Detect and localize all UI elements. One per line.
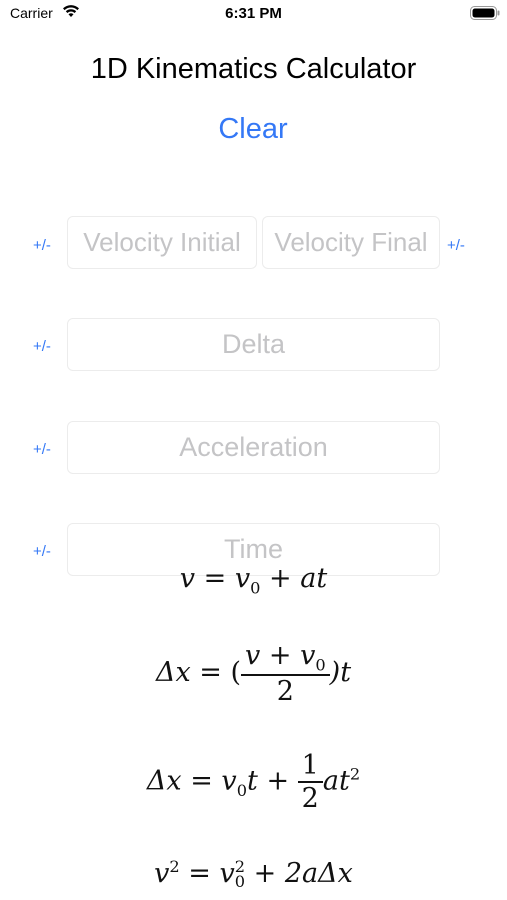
formula-equals: =	[190, 765, 213, 797]
time-sign-button[interactable]: +/-	[33, 543, 51, 560]
formula-rest: 2aΔx	[284, 858, 353, 889]
wifi-icon	[63, 5, 79, 17]
clock: 6:31 PM	[225, 5, 282, 22]
formula-denominator: 2	[276, 676, 294, 708]
formula-dx: Δx	[146, 765, 182, 797]
velocity-initial-input[interactable]	[68, 217, 256, 268]
formula-close-t: )t	[329, 657, 352, 689]
velocity-initial-field[interactable]	[67, 216, 257, 269]
formula-subscript: 0	[250, 578, 261, 598]
formula-plus: +	[266, 765, 290, 797]
acceleration-input[interactable]	[68, 422, 439, 473]
formula-v: v	[154, 858, 170, 889]
formula-v0: v	[219, 858, 235, 889]
formula-denominator: 2	[301, 783, 319, 814]
page-title: 1D Kinematics Calculator	[90, 53, 417, 85]
formula-superscript: 2	[349, 764, 361, 784]
delta-input[interactable]	[68, 319, 439, 370]
formula-equals: =	[203, 563, 227, 594]
velocity-initial-sign-button[interactable]: +/-	[33, 237, 51, 254]
formula-velocity: v = v0 + at	[0, 563, 507, 597]
formula-v0: v	[221, 765, 237, 797]
formula-v: v	[179, 563, 196, 594]
formula-equals: =	[199, 657, 222, 689]
clear-button[interactable]: Clear	[218, 113, 288, 145]
formula-t: t	[247, 765, 258, 797]
formula-numerator: v + v	[245, 640, 316, 671]
formula-fraction: v + v0 2	[241, 640, 330, 707]
formula-superscript: 2	[169, 857, 180, 876]
delta-sign-button[interactable]: +/-	[33, 338, 51, 355]
carrier-label: Carrier	[10, 5, 53, 21]
velocity-final-sign-button[interactable]: +/-	[447, 237, 465, 254]
formula-plus: +	[269, 563, 292, 594]
formula-subscript: 0	[234, 871, 246, 891]
battery-icon	[470, 6, 500, 20]
formula-open-paren: (	[230, 657, 242, 689]
time-input[interactable]	[68, 524, 439, 575]
acceleration-sign-button[interactable]: +/-	[33, 441, 51, 458]
formula-subscript: 0	[236, 780, 247, 800]
formula-displacement-average: Δx = (v + v0 2 )t	[0, 640, 507, 707]
delta-field[interactable]	[67, 318, 440, 371]
formula-at: at	[322, 765, 350, 797]
formula-dx: Δx	[155, 657, 191, 689]
velocity-final-input[interactable]	[263, 217, 439, 268]
status-bar: Carrier 6:31 PM	[0, 0, 507, 28]
formula-equals: =	[188, 858, 211, 889]
formula-superscript: 2	[234, 856, 246, 876]
formula-v0: v	[234, 563, 251, 594]
time-field[interactable]	[67, 523, 440, 576]
acceleration-field[interactable]	[67, 421, 440, 474]
formula-plus: +	[253, 858, 277, 889]
formula-numerator: 1	[297, 750, 323, 783]
formula-subscript: 0	[315, 655, 326, 675]
velocity-final-field[interactable]	[262, 216, 440, 269]
formula-at: at	[300, 563, 328, 594]
